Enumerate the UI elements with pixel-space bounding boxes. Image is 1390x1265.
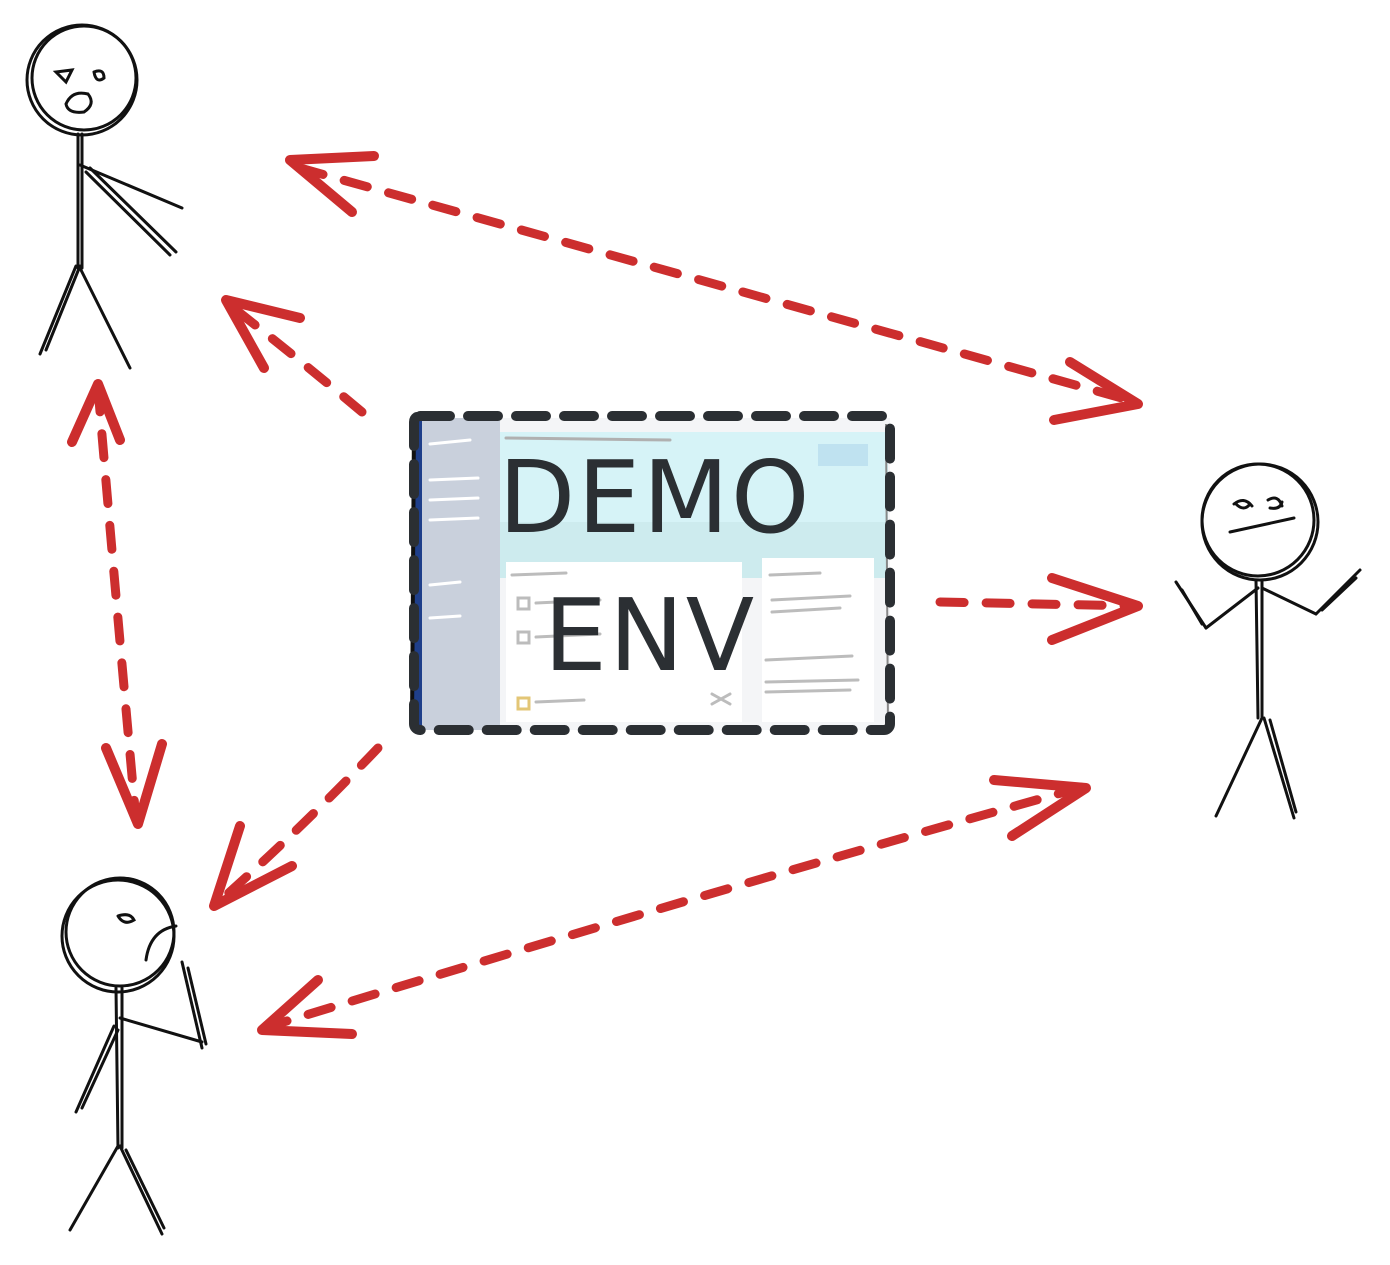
eye [116, 913, 136, 924]
arrow-screen-to-right [935, 573, 1143, 645]
stick-figure-top-left [25, 23, 184, 370]
left-eye [52, 68, 75, 85]
demo-screen: DEMO ENV [409, 411, 895, 735]
head-outline-2 [1200, 462, 1316, 578]
screen-sidebar-items [428, 438, 480, 620]
forearm-raised [180, 960, 204, 1050]
screen-list-items [504, 436, 860, 711]
arrowhead-screen-top-left [221, 295, 305, 373]
screen-label-line2: ENV [544, 577, 756, 694]
screen-dashed-outline [409, 411, 895, 735]
right-eye [92, 69, 106, 82]
arm-right [78, 163, 184, 210]
arm-raised [118, 1016, 204, 1044]
screen-label-line1: DEMO [498, 439, 811, 556]
arrow-screen-to-top-left [221, 295, 367, 417]
head-outline-2 [30, 24, 138, 132]
mouth-thinking [144, 924, 178, 962]
arm-left [1204, 586, 1260, 630]
screen-right-panel [762, 558, 874, 722]
arrow-screen-to-bottom-left [209, 743, 383, 911]
leg-left [68, 1144, 120, 1232]
arm-down [74, 1024, 116, 1114]
arm-right [1260, 586, 1318, 616]
mouth-open [64, 91, 93, 114]
arrow-bottom-left-to-right [257, 775, 1091, 1039]
stick-figure-bottom-left [60, 876, 208, 1236]
leg-right [78, 266, 132, 370]
leg-left [1214, 716, 1264, 818]
leg-right [118, 1144, 164, 1236]
arrowhead-right [1049, 357, 1143, 425]
head-outline-2 [64, 876, 176, 988]
arrow-top-left-to-bottom-left [67, 379, 167, 829]
arrow-top-left-to-right [285, 151, 1143, 425]
arrowhead-right-lower [989, 775, 1091, 841]
leg-right [1262, 716, 1296, 820]
body [114, 986, 120, 1150]
arrowhead-up [67, 379, 125, 447]
right-eye [1266, 496, 1284, 510]
left-eye [1232, 499, 1254, 510]
hand-right [1314, 568, 1362, 616]
screen-header-button [818, 444, 868, 466]
arrowhead-bottom-left [257, 975, 357, 1039]
arm-right-2 [84, 170, 172, 257]
arrowhead-down [101, 739, 167, 829]
screen-sidebar [414, 418, 500, 730]
arrowhead-screen-bottom-left [209, 821, 297, 911]
body [1254, 578, 1260, 720]
screen-left-panel [506, 562, 742, 722]
stick-figure-right [1174, 462, 1362, 820]
arrowhead-top-left [285, 151, 379, 217]
mouth-flat [1228, 516, 1296, 534]
arrowhead-screen-right [1047, 573, 1143, 645]
leg-left [38, 264, 78, 356]
